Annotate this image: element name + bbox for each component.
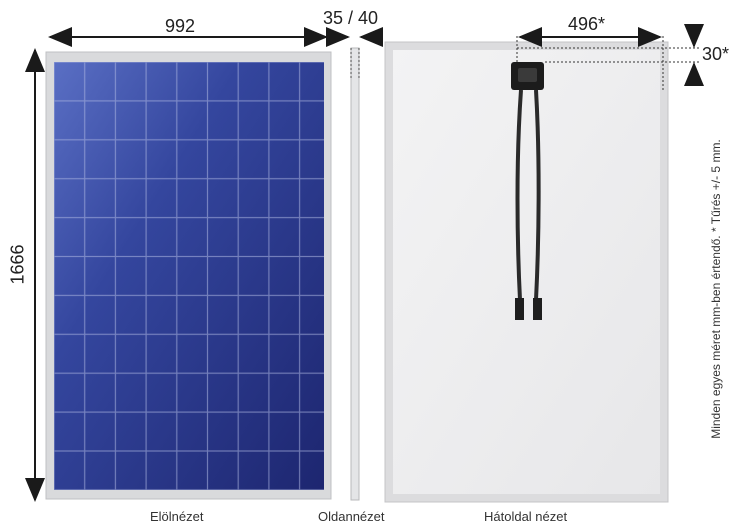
side-view-caption: Oldannézet: [318, 509, 385, 524]
box-offset-x-label: 496*: [568, 14, 606, 34]
back-view-caption: Hátoldal nézet: [484, 509, 568, 524]
front-view: [45, 51, 332, 500]
cell-grid: [54, 62, 324, 490]
connector-right: [533, 298, 542, 320]
measurement-note: Minden egyes méret mm-ben értendő. * Tűr…: [709, 139, 723, 439]
height-label: 1666: [7, 244, 28, 285]
connector-left: [515, 298, 524, 320]
cable-right: [534, 89, 541, 301]
box-offset-y-label: 30*: [702, 44, 730, 64]
front-view-caption: Elölnézet: [150, 509, 204, 524]
width-label: 992: [165, 16, 196, 36]
back-view: [384, 36, 700, 503]
thickness-label: 35 / 40: [323, 8, 379, 28]
cable-left: [515, 89, 523, 301]
side-frame: [350, 47, 360, 501]
side-view: [350, 47, 360, 501]
back-sheet: [393, 50, 660, 494]
